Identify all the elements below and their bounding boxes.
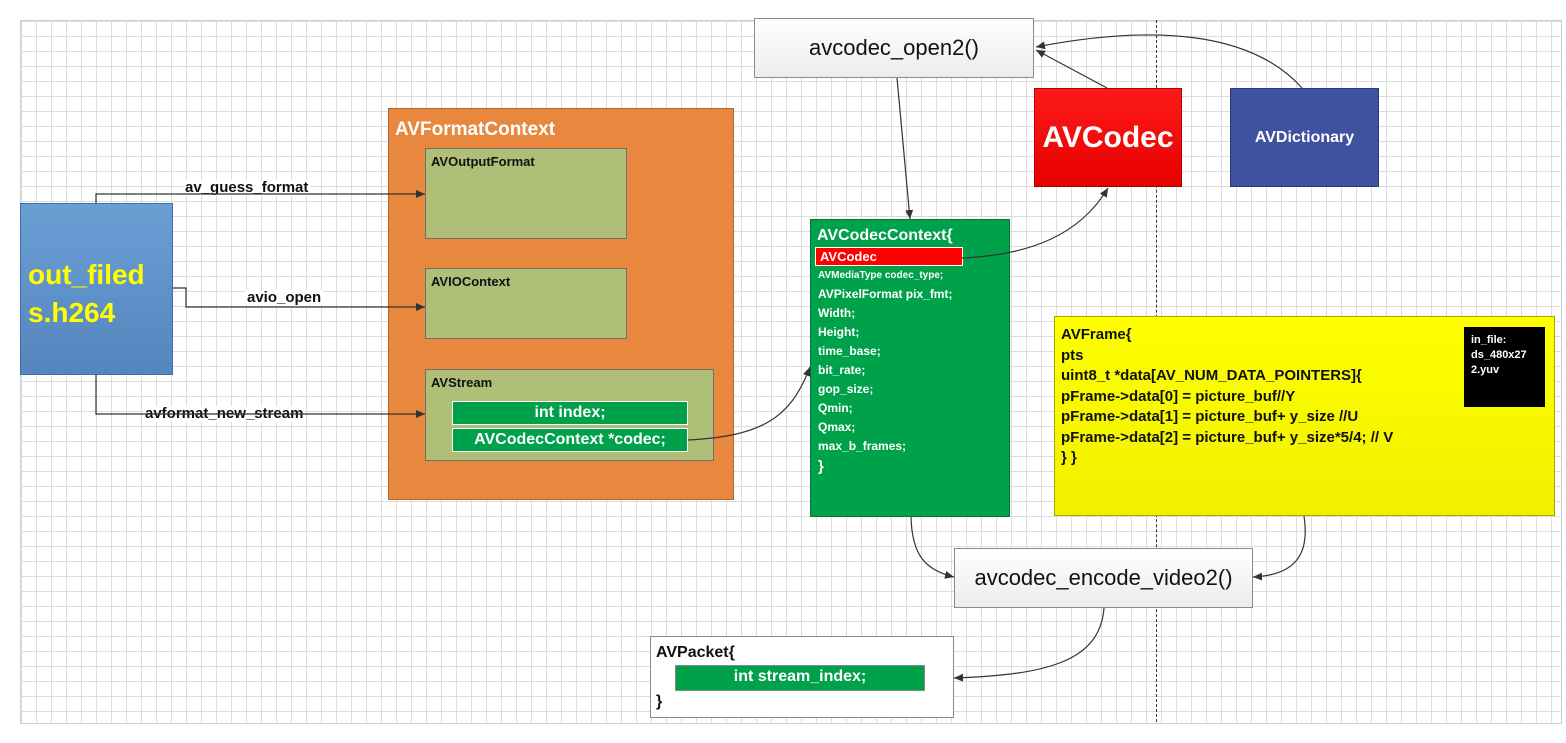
avframe-line: AVFrame{ xyxy=(1061,326,1132,343)
avcodeccontext-fields: AVMediaType codec_type; AVPixelFormat pix… xyxy=(811,266,952,456)
avoutputformat-label: AVOutputFormat xyxy=(431,154,535,169)
avcodeccontext-field: max_b_frames; xyxy=(818,439,907,453)
avpacket-close: } xyxy=(656,693,663,710)
avcodeccontext-field: gop_size; xyxy=(818,382,874,396)
avframe-line: pFrame->data[0] = picture_buf//Y xyxy=(1061,387,1296,405)
in-file-note: in_file: ds_480x27 2.yuv xyxy=(1464,327,1545,407)
avcodeccontext-codec-row: AVCodec xyxy=(815,247,963,266)
avcodeccontext-field: AVMediaType codec_type; xyxy=(818,270,944,281)
av-guess-format-label: av_guess_format xyxy=(183,179,311,196)
aviocontext-label: AVIOContext xyxy=(431,274,511,289)
in-file-line3: 2.yuv xyxy=(1471,364,1500,376)
avcodeccontext-field: Height; xyxy=(818,325,860,339)
avcodec-box[interactable]: AVCodec xyxy=(1034,88,1182,187)
avframe-line: } } xyxy=(1061,449,1077,466)
avcodeccontext-field: AVPixelFormat pix_fmt; xyxy=(818,287,953,301)
avoutputformat-box[interactable]: AVOutputFormat xyxy=(425,148,627,239)
avformat-new-stream-label: avformat_new_stream xyxy=(143,405,306,422)
avframe-line: pts xyxy=(1061,346,1084,364)
avio-open-label: avio_open xyxy=(245,289,324,306)
avcodeccontext-close: } xyxy=(818,458,824,475)
avstream-label: AVStream xyxy=(431,375,493,390)
avcodeccontext-field: bit_rate; xyxy=(818,363,866,377)
avcodeccontext-title: AVCodecContext{ xyxy=(817,227,953,244)
avcodec-encode-video2-box[interactable]: avcodec_encode_video2() xyxy=(954,548,1253,608)
avcodeccontext-box[interactable]: AVCodecContext{ AVCodec AVMediaType code… xyxy=(810,219,1010,517)
avcodeccontext-field: Qmin; xyxy=(818,401,853,415)
avframe-line: pFrame->data[1] = picture_buf+ y_size //… xyxy=(1061,408,1359,425)
avframe-line: uint8_t *data[AV_NUM_DATA_POINTERS]{ xyxy=(1061,367,1362,384)
avpacket-title: AVPacket{ xyxy=(656,644,735,661)
in-file-line1: in_file: xyxy=(1471,334,1507,346)
in-file-line2: ds_480x27 xyxy=(1471,349,1527,361)
out-file-name-line2: s.h264 xyxy=(28,297,116,328)
avframe-line: pFrame->data[2] = picture_buf+ y_size*5/… xyxy=(1061,428,1394,446)
avpacket-box[interactable]: AVPacket{ int stream_index; } xyxy=(650,636,954,718)
avcodec-open2-box[interactable]: avcodec_open2() xyxy=(754,18,1034,78)
avcodeccontext-field: Width; xyxy=(818,306,856,320)
out-file-name-line1: out_filed xyxy=(28,259,145,290)
out-file-box[interactable]: out_filed s.h264 xyxy=(20,203,173,375)
avdictionary-box[interactable]: AVDictionary xyxy=(1230,88,1379,187)
avcodeccontext-field: Qmax; xyxy=(818,420,856,434)
avpacket-stream-index-field: int stream_index; xyxy=(675,665,925,691)
avcodeccontext-field: time_base; xyxy=(818,344,881,358)
avframe-lines: AVFrame{ pts uint8_t *data[AV_NUM_DATA_POI… xyxy=(1061,325,1393,469)
avframe-box[interactable]: AVFrame{ pts uint8_t *data[AV_NUM_DATA_POI… xyxy=(1054,316,1555,516)
stream-index-field: int index; xyxy=(452,401,688,425)
avformatcontext-title: AVFormatContext xyxy=(395,119,556,140)
stream-codec-field: AVCodecContext *codec; xyxy=(452,428,688,452)
aviocontext-box[interactable]: AVIOContext xyxy=(425,268,627,339)
